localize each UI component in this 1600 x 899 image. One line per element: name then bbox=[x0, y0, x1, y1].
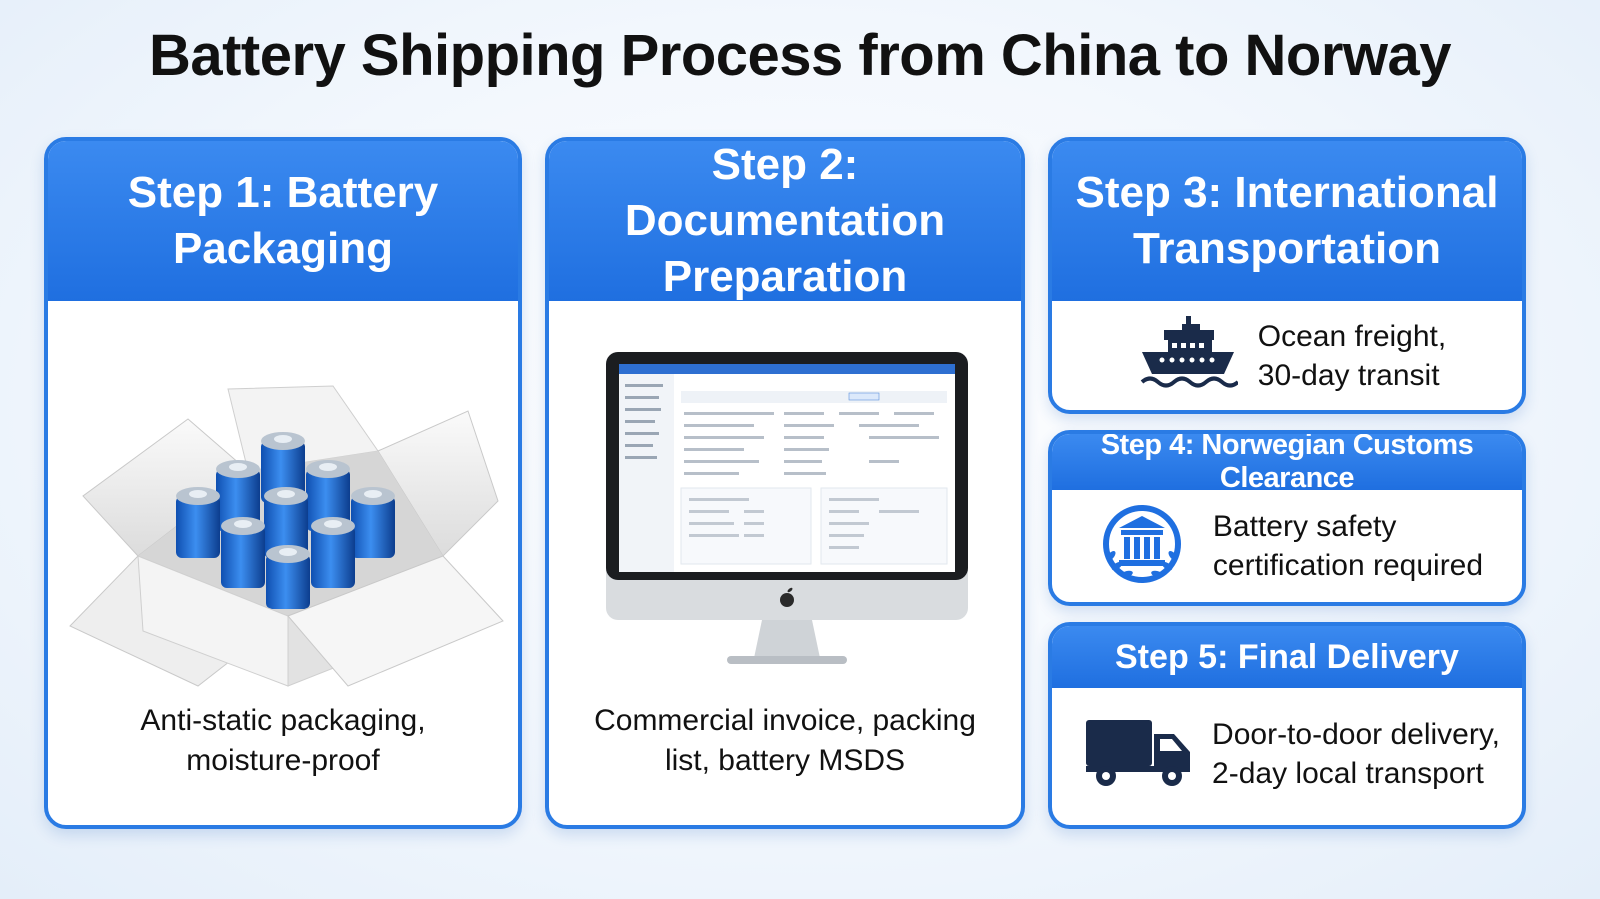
step-1-caption-line2: moisture-proof bbox=[186, 744, 380, 777]
step-1-caption-line1: Anti-static packaging, bbox=[140, 704, 426, 737]
step-2-heading-line2: Preparation bbox=[662, 252, 908, 301]
step-1-heading-line1: Step 1: Battery bbox=[127, 168, 439, 217]
step-4-text-line1: Battery safety bbox=[1212, 510, 1397, 543]
step-5-heading: Step 5: Final Delivery bbox=[1052, 626, 1522, 688]
step-5-card: Step 5: Final Delivery Door-to-door deli… bbox=[1048, 622, 1526, 829]
step-4-heading: Step 4: Norwegian Customs Clearance bbox=[1052, 434, 1522, 494]
page-title: Battery Shipping Process from China to N… bbox=[148, 23, 1452, 88]
step-3-text: Ocean freight, 30-day transit bbox=[1258, 317, 1446, 395]
step-4-text: Battery safety certification required bbox=[1213, 507, 1483, 585]
step-1-caption: Anti-static packaging, moisture-proof bbox=[48, 701, 518, 781]
step-3-heading: Step 3: International Transportation bbox=[1052, 141, 1522, 301]
customs-emblem-icon bbox=[1097, 500, 1187, 593]
step-2-card: Step 2: Documentation Preparation bbox=[545, 137, 1025, 829]
step-1-card: Step 1: Battery Packaging bbox=[44, 137, 522, 829]
computer-monitor-illustration bbox=[549, 346, 1021, 676]
step-5-text-line1: Door-to-door delivery, bbox=[1212, 718, 1500, 751]
step-2-caption-line1: Commercial invoice, packing bbox=[594, 704, 976, 737]
step-1-heading: Step 1: Battery Packaging bbox=[48, 141, 518, 301]
step-4-text-line2: certification required bbox=[1212, 549, 1484, 582]
step-3-heading-line2: Transportation bbox=[1132, 224, 1441, 273]
step-3-text-line1: Ocean freight, bbox=[1257, 320, 1447, 353]
step-3-card: Step 3: International Transportation Oce… bbox=[1048, 137, 1526, 414]
truck-icon bbox=[1084, 714, 1194, 795]
step-5-text-line2: 2-day local transport bbox=[1212, 757, 1484, 790]
battery-box-illustration bbox=[48, 341, 518, 701]
step-3-heading-line1: Step 3: International bbox=[1075, 168, 1499, 217]
step-4-card: Step 4: Norwegian Customs Clearance bbox=[1048, 430, 1526, 606]
step-5-text: Door-to-door delivery, 2-day local trans… bbox=[1212, 715, 1500, 793]
ship-icon bbox=[1138, 314, 1240, 399]
step-2-heading: Step 2: Documentation Preparation bbox=[549, 141, 1021, 301]
step-3-text-line2: 30-day transit bbox=[1257, 359, 1440, 392]
step-2-caption: Commercial invoice, packing list, batter… bbox=[549, 701, 1021, 781]
step-2-caption-line2: list, battery MSDS bbox=[664, 744, 906, 777]
step-2-heading-line1: Step 2: Documentation bbox=[624, 140, 946, 245]
step-1-heading-line2: Packaging bbox=[172, 224, 394, 273]
